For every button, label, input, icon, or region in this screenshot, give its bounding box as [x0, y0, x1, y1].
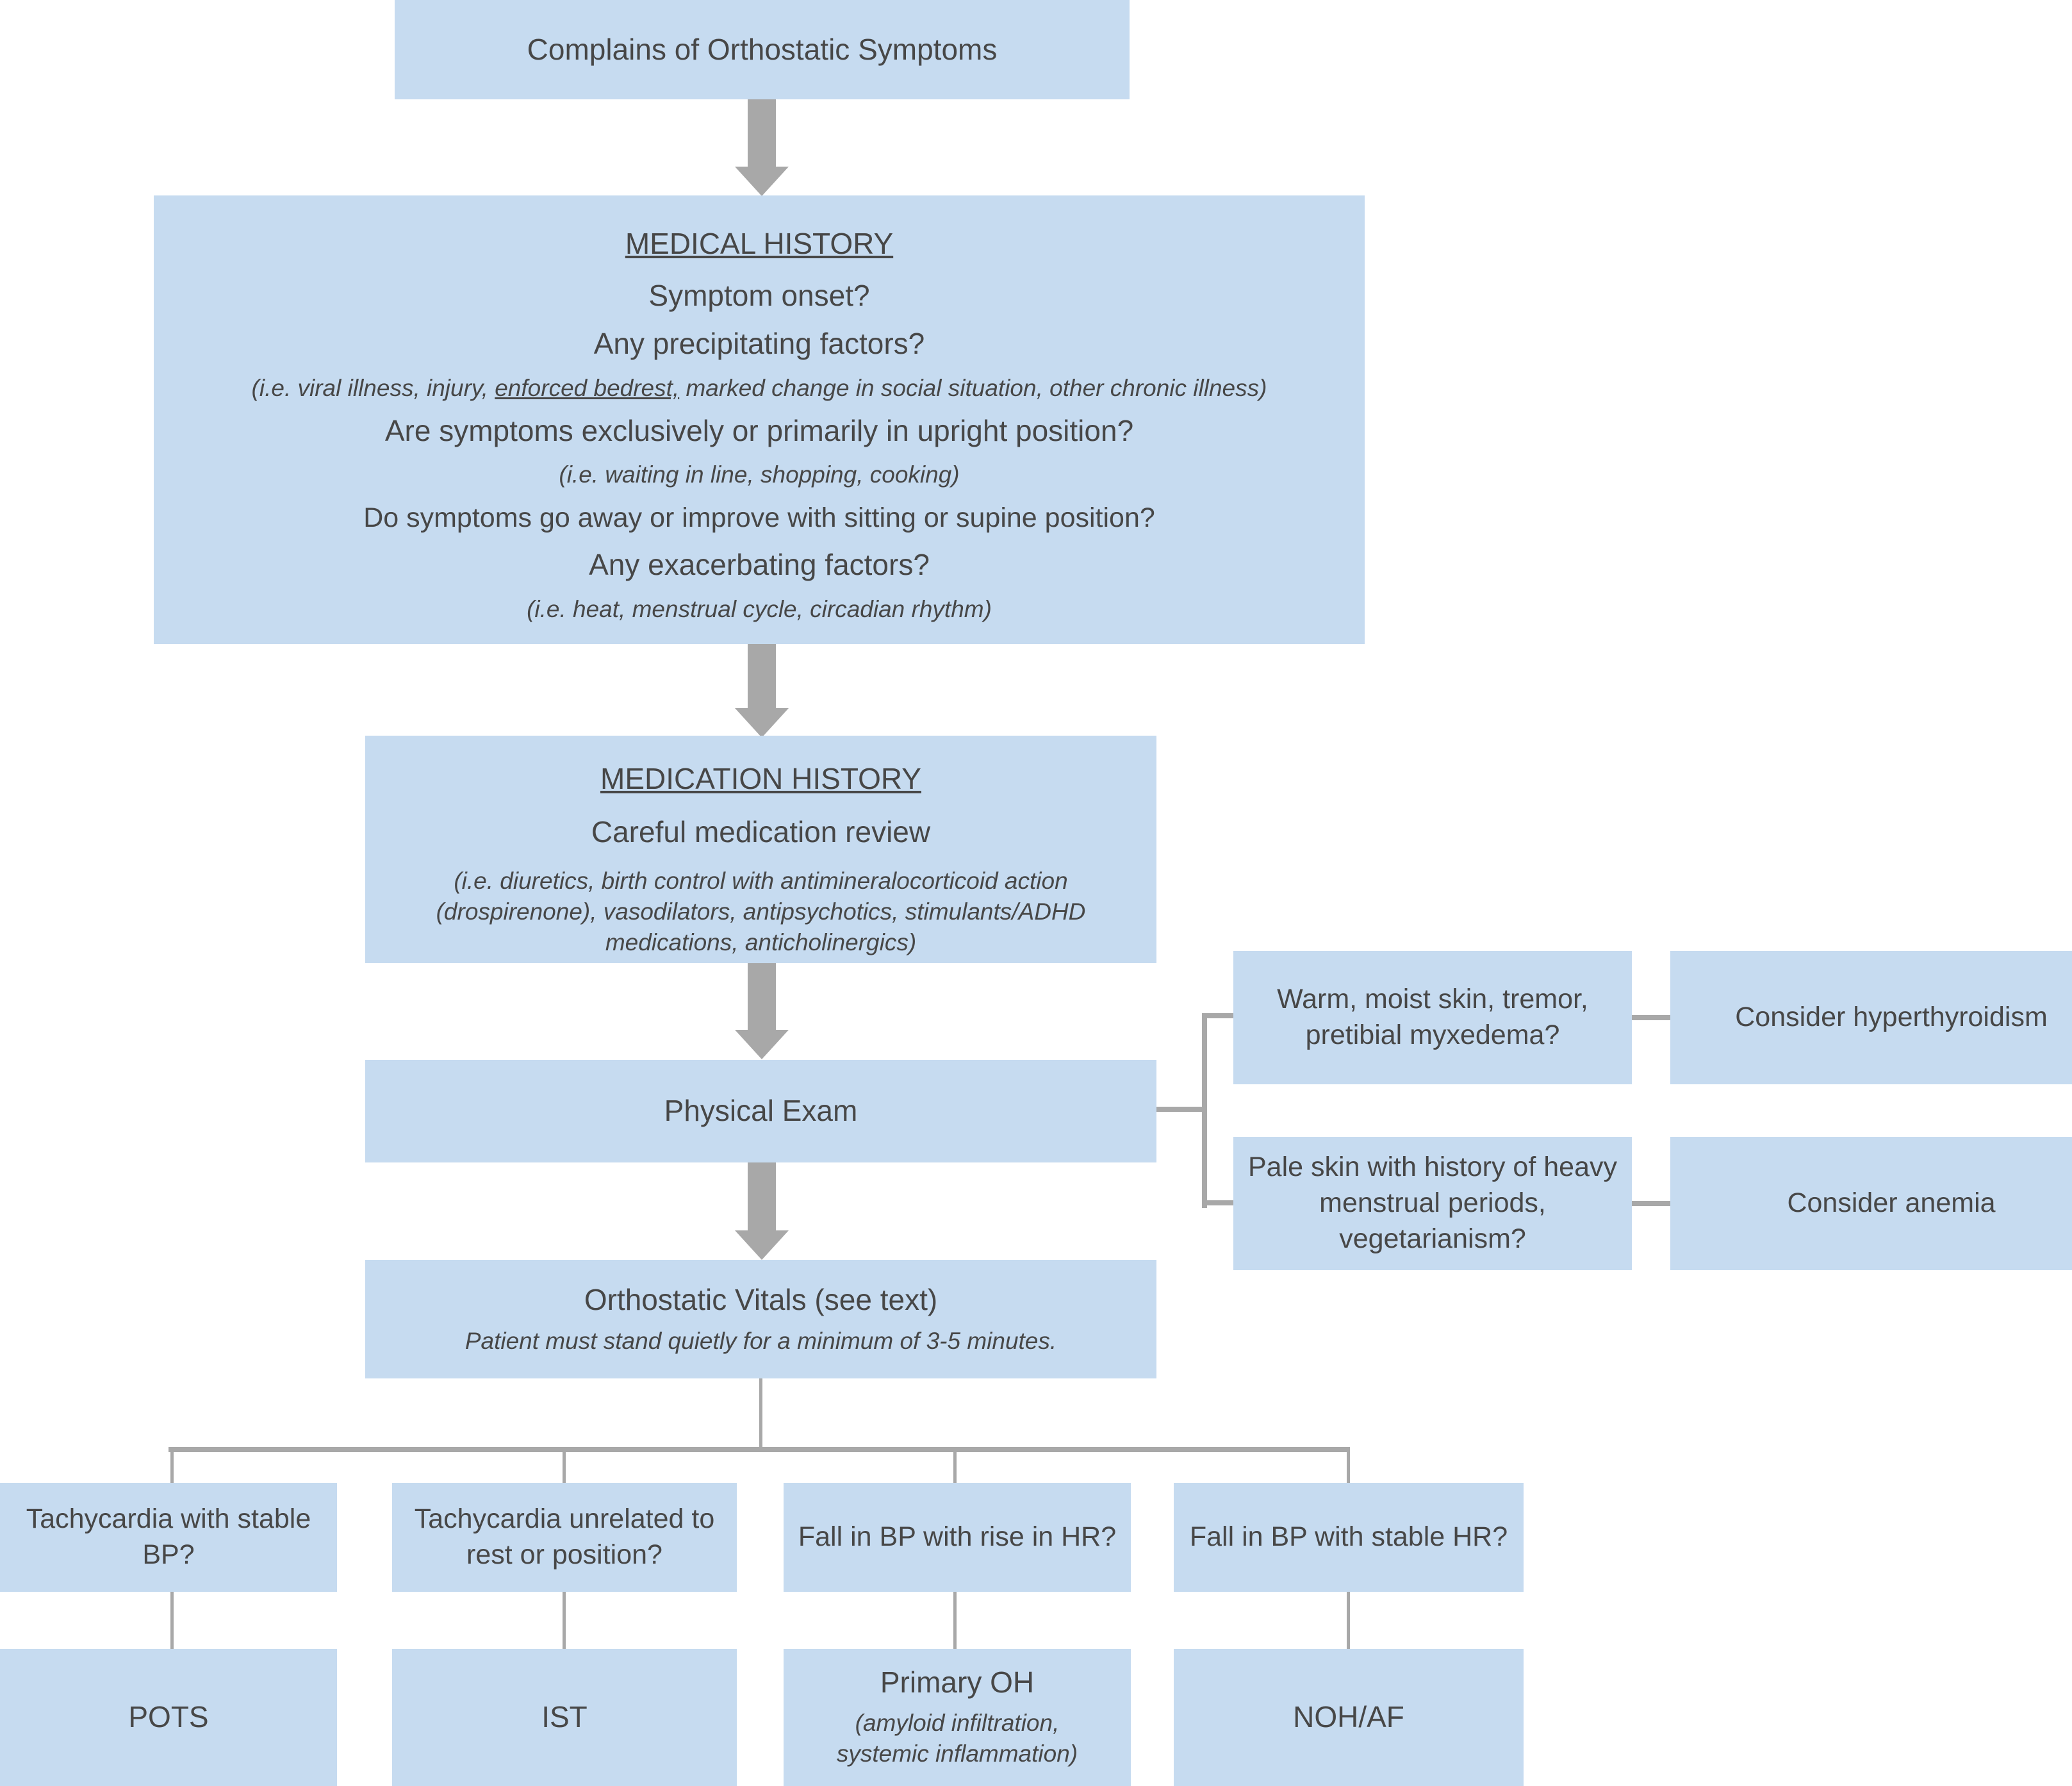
medical-history-example-3: (i.e. heat, menstrual cycle, circadian r… [527, 595, 992, 622]
connector-branch-1-to-result [170, 1592, 174, 1651]
medication-history-line-1: Careful medication review [591, 814, 931, 848]
node-branch-result-4[interactable]: NOH/AF [1174, 1649, 1524, 1786]
medical-history-heading: MEDICAL HISTORY [625, 227, 894, 260]
connector-branch-2-to-result [563, 1592, 566, 1651]
node-branch-question-4[interactable]: Fall in BP with stable HR? [1174, 1483, 1524, 1592]
node-branch-question-1[interactable]: Tachycardia with stable BP? [0, 1483, 337, 1592]
branch-question-2-label: Tachycardia unrelated to rest or positio… [414, 1503, 715, 1570]
node-anemia-result[interactable]: Consider anemia [1670, 1137, 2072, 1270]
node-complaint-label: Complains of Orthostatic Symptoms [527, 32, 998, 66]
connector-branch-4-to-result [1347, 1592, 1350, 1651]
connector-branch-3-to-result [953, 1592, 957, 1651]
node-complains-of-orthostatic-symptoms[interactable]: Complains of Orthostatic Symptoms [395, 0, 1130, 99]
medication-history-example-line-1: (i.e. diuretics, birth control with anti… [454, 868, 1068, 895]
branch-question-3-label: Fall in BP with rise in HR? [798, 1521, 1117, 1553]
medication-history-example-line-3: medications, anticholinergics) [605, 929, 917, 956]
medical-history-example-1-underlined: enforced bedrest, [495, 374, 680, 401]
branch-result-1-label: POTS [128, 1700, 209, 1734]
hyperthyroid-result-label: Consider hyperthyroidism [1735, 1002, 2048, 1033]
branch-result-4-label: NOH/AF [1293, 1700, 1404, 1734]
arrow-head-medication-to-physical-exam [735, 1030, 789, 1059]
orthostatic-vitals-title: Orthostatic Vitals (see text) [584, 1282, 938, 1316]
anemia-result-label: Consider anemia [1787, 1187, 1996, 1219]
anemia-question-label: Pale skin with history of heavy menstrua… [1248, 1152, 1617, 1254]
arrow-shaft-medical-to-medication-history [748, 644, 776, 711]
connector-right-to-anemia-question [1202, 1200, 1235, 1205]
medical-history-line-5: Any exacerbating factors? [589, 548, 930, 582]
node-hyperthyroid-result[interactable]: Consider hyperthyroidism [1670, 951, 2072, 1084]
connector-vitals-drop [759, 1378, 762, 1450]
node-anemia-question[interactable]: Pale skin with history of heavy menstrua… [1233, 1137, 1632, 1270]
medical-history-example-1-post: marked change in social situation, other… [679, 374, 1267, 401]
medication-history-example-line-2: (drospirenone), vasodilators, antipsycho… [436, 898, 1086, 925]
arrow-head-medical-to-medication-history [735, 708, 789, 738]
node-orthostatic-vitals[interactable]: Orthostatic Vitals (see text) Patient mu… [365, 1260, 1156, 1378]
medical-history-example-2: (i.e. waiting in line, shopping, cooking… [559, 461, 960, 488]
connector-right-trunk-mask-top [1202, 1013, 1207, 1205]
physical-exam-label: Physical Exam [664, 1094, 858, 1128]
arrow-head-exam-to-orthostatic-vitals [735, 1230, 789, 1260]
hyperthyroid-question-label: Warm, moist skin, tremor, pretibial myxe… [1277, 984, 1588, 1050]
connector-exam-to-right-stub [1156, 1107, 1206, 1112]
connector-right-to-hyperthyroid-question [1202, 1013, 1235, 1018]
medication-history-heading: MEDICATION HISTORY [600, 762, 921, 795]
node-branch-question-3[interactable]: Fall in BP with rise in HR? [784, 1483, 1131, 1592]
branch-question-1-label: Tachycardia with stable BP? [26, 1503, 311, 1570]
medical-history-example-1-pre: (i.e. viral illness, injury, [251, 374, 495, 401]
arrow-shaft-exam-to-orthostatic-vitals [748, 1162, 776, 1234]
arrow-head-complaint-to-medical-history [735, 167, 789, 196]
branch-result-3-label: Primary OH [880, 1666, 1035, 1699]
branch-result-3-note-line-2: systemic inflammation) [836, 1740, 1078, 1767]
arrow-shaft-complaint-to-medical-history [748, 99, 776, 170]
arrow-shaft-medication-to-physical-exam [748, 963, 776, 1034]
branch-question-4-label: Fall in BP with stable HR? [1189, 1521, 1508, 1553]
node-branch-result-3[interactable]: Primary OH (amyloid infiltration, system… [784, 1649, 1131, 1786]
node-branch-result-2[interactable]: IST [392, 1649, 737, 1786]
medical-history-line-1: Symptom onset? [648, 278, 870, 312]
connector-anemia-question-to-result [1632, 1201, 1670, 1206]
orthostatic-vitals-note: Patient must stand quietly for a minimum… [465, 1328, 1057, 1355]
connector-branch-horizontal-bus [169, 1447, 1350, 1452]
medical-history-line-2: Any precipitating factors? [593, 327, 925, 361]
connector-hyperthyroid-question-to-result [1632, 1015, 1670, 1020]
branch-result-3-note-line-1: (amyloid infiltration, [855, 1709, 1060, 1736]
node-physical-exam[interactable]: Physical Exam [365, 1060, 1156, 1162]
node-branch-result-1[interactable]: POTS [0, 1649, 337, 1786]
node-hyperthyroid-question[interactable]: Warm, moist skin, tremor, pretibial myxe… [1233, 951, 1632, 1084]
node-medical-history[interactable]: MEDICAL HISTORY Symptom onset? Any preci… [154, 195, 1365, 644]
node-medication-history[interactable]: MEDICATION HISTORY Careful medication re… [365, 736, 1156, 963]
node-branch-question-2[interactable]: Tachycardia unrelated to rest or positio… [392, 1483, 737, 1592]
medical-history-line-4: Do symptoms go away or improve with sitt… [363, 502, 1155, 534]
branch-result-2-label: IST [541, 1700, 588, 1734]
medical-history-example-1: (i.e. viral illness, injury, enforced be… [240, 373, 1279, 404]
medical-history-line-3: Are symptoms exclusively or primarily in… [384, 413, 1134, 447]
